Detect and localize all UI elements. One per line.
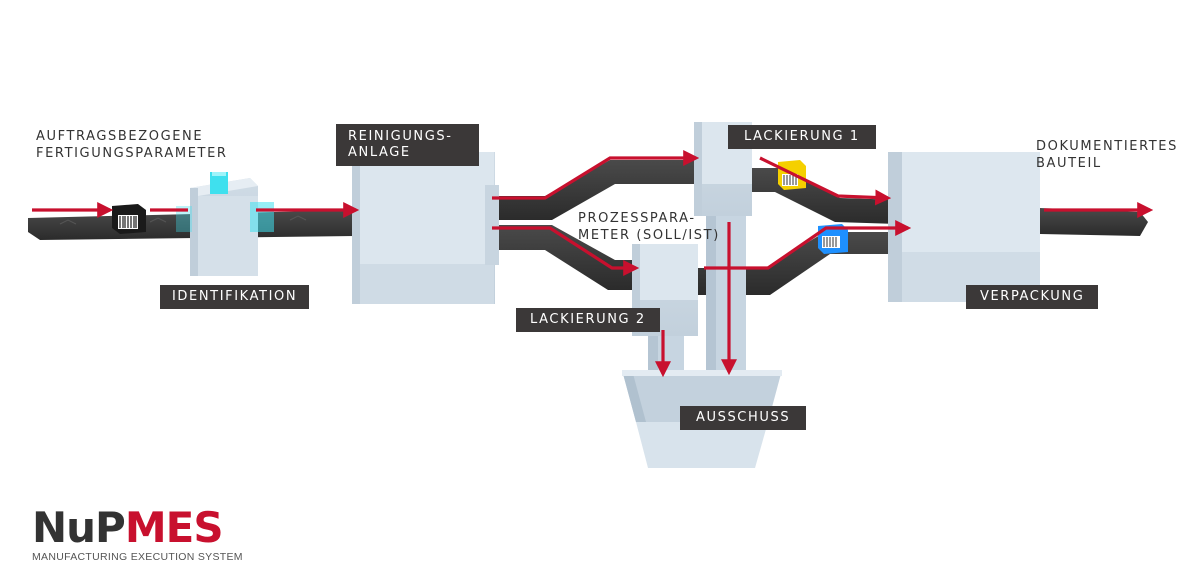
flow-arrows [32, 150, 1154, 378]
label-painting2: LACKIERUNG 2 [516, 308, 660, 332]
part-black [112, 204, 146, 234]
label-process-params-line2: METER (SOLL/IST) [578, 228, 720, 243]
label-painting1: LACKIERUNG 1 [728, 125, 876, 149]
belt-lower-merge [695, 232, 900, 295]
ident-scanner-light [210, 172, 228, 194]
label-order-params: AUFTRAGSBEZOGENE FERTIGUNGSPARAMETER [36, 128, 228, 162]
label-process-params: PROZESSPARA- METER (SOLL/IST) [578, 210, 720, 244]
label-order-params-line2: FERTIGUNGSPARAMETER [36, 146, 228, 161]
label-identification: IDENTIFIKATION [160, 285, 310, 309]
label-documented-part: DOKUMENTIERTES BAUTEIL [1036, 138, 1178, 172]
logo-part2: MES [124, 503, 224, 552]
label-process-params-line1: PROZESSPARA- [578, 211, 696, 226]
label-packaging: VERPACKUNG [966, 285, 1099, 309]
arrow-upper-branch [492, 150, 700, 200]
label-cleaning: REINIGUNGS- ANLAGE [336, 124, 479, 166]
belt-chevrons [59, 215, 307, 225]
logo-wordmark: NuPMES [32, 506, 243, 550]
belt-output [1040, 208, 1148, 236]
arrow-lower-to-pack [704, 220, 912, 270]
part-blue [818, 224, 848, 254]
label-order-params-line1: AUFTRAGSBEZOGENE [36, 129, 204, 144]
belt-upper-branch [490, 160, 700, 220]
label-cleaning-line2: ANLAGE [348, 145, 411, 160]
nupmes-logo: NuPMES MANUFACTURING EXECUTION SYSTEM [32, 506, 243, 564]
logo-part1: NuP [32, 503, 126, 552]
label-cleaning-line1: REINIGUNGS- [348, 129, 453, 144]
label-documented-line2: BAUTEIL [1036, 156, 1102, 171]
packaging-station [888, 152, 1040, 302]
belt-lower-branch [490, 225, 640, 290]
label-scrap: AUSSCHUSS [680, 406, 807, 430]
identification-station [176, 172, 274, 276]
arrow-upper-to-pack [759, 156, 892, 206]
arrow-lower-branch [492, 226, 640, 276]
cleaning-plant [352, 152, 499, 304]
logo-subtitle: MANUFACTURING EXECUTION SYSTEM [32, 551, 243, 563]
label-documented-line1: DOKUMENTIERTES [1036, 139, 1178, 154]
